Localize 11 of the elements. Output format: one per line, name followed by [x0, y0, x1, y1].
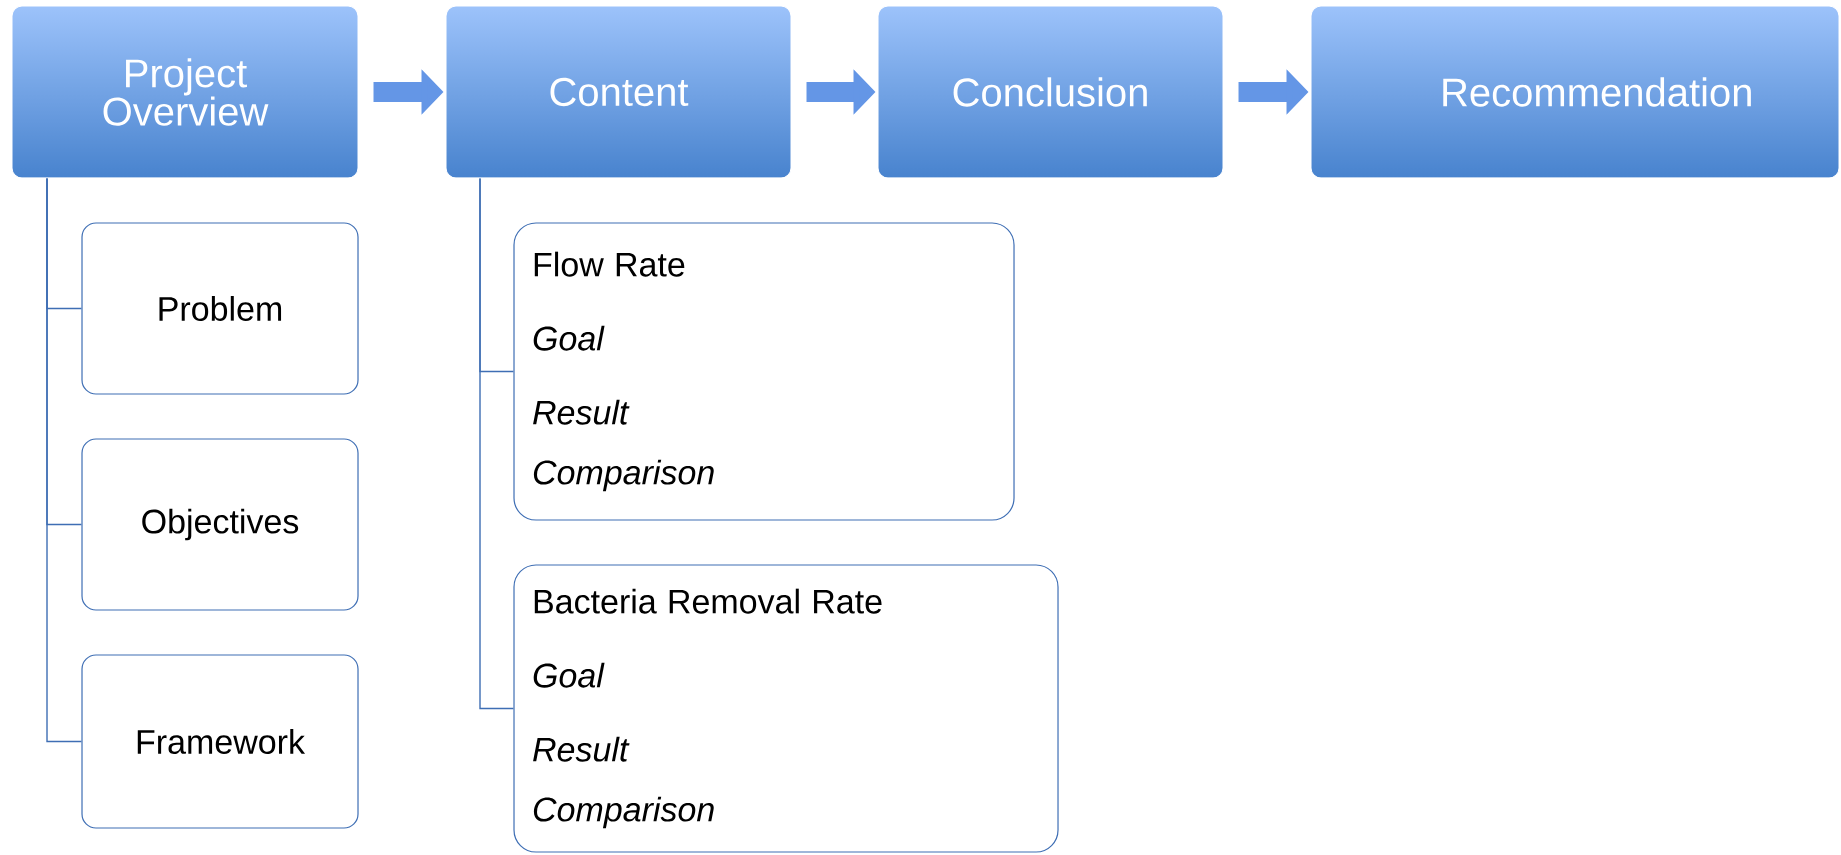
process-box: Recommendation — [1310, 5, 1840, 179]
topic-box: Objectives — [81, 438, 359, 611]
process-box: Project Overview — [11, 5, 359, 179]
process-box: Content — [445, 5, 792, 179]
process-box: Conclusion — [877, 5, 1224, 179]
topic-box: Bacteria Removal Rate Goal Result Comparison — [513, 564, 1059, 853]
connector-line — [46, 177, 83, 743]
topic-box: Framework — [81, 654, 359, 829]
topic-box: Problem — [81, 222, 359, 395]
connector-line — [479, 177, 515, 710]
topic-box: Flow Rate Goal Result Comparison — [513, 222, 1015, 521]
